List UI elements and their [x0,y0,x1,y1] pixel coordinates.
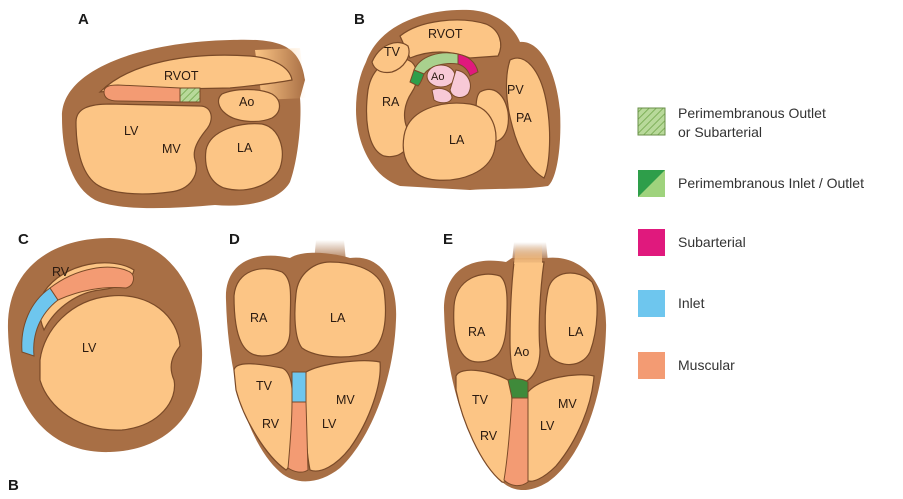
panel-b-rvot-cavity [399,19,502,59]
panel-a-letter: A [78,11,89,28]
panel-d-label-lv: LV [322,417,337,431]
panel-a-la-cavity [204,123,283,191]
panel-d-label-la: LA [330,311,346,325]
legend-label: Perimembranous Inlet / Outlet [678,175,864,191]
panel-e-label-tv: TV [472,393,489,407]
panel-c-lv-cavity [39,294,181,431]
legend-swatch-split-green-dark [638,170,665,197]
legend-item-perimembranous-inlet-outlet: Perimembranous Inlet / Outlet [638,170,864,197]
legend-label: Inlet [678,295,705,311]
panel-d-label-tv: TV [256,379,273,393]
panel-b-label-pv: PV [507,83,524,97]
panel-c-muscular-segment [49,266,134,301]
panel-e-muscular-segment [503,397,529,487]
panel-a-label-ao: Ao [239,95,254,109]
panel-c-letter: C [18,231,29,248]
panel-a-label-la: LA [237,141,253,155]
panel-a-label-rvot: RVOT [164,69,199,83]
panel-d-label-mv: MV [336,393,355,407]
panel-b-label-ra: RA [382,95,400,109]
panel-a-muscular-segment [103,84,181,103]
panel-b-label-ao: Ao [431,71,444,83]
panel-b-label-la: LA [449,133,465,147]
panel-a-lv-cavity [75,103,212,195]
panel-d-la-cavity [294,261,387,358]
panel-b-tv-cavity [371,41,410,74]
panel-a-ao-cavity [217,88,281,123]
panel-e-label-la: LA [568,325,584,339]
legend-swatch-blue [638,290,665,317]
panel-b-label-pa: PA [516,111,532,125]
panel-d-inlet-segment [291,371,307,403]
panel-b-label-tv: TV [384,45,401,59]
panel-e-label-ra: RA [468,325,486,339]
panel-a-rvot-cavity [98,54,293,93]
panel-b-cusp-right [449,69,471,98]
figure-letter: B [8,477,19,494]
panel-d-label-ra: RA [250,311,268,325]
panel-e: E RA LA Ao TV MV RV LV [443,231,607,491]
panel-e-la-cavity [544,272,598,366]
panel-a: A RVOT Ao LV MV LA [61,11,306,209]
panel-a-label-mv: MV [162,142,181,156]
panel-c-label-lv: LV [82,341,97,355]
panel-b-perimembranous-inlet-outlet-segment [409,69,425,87]
panel-d-letter: D [229,231,240,248]
legend-label-line2: or Subarterial [678,124,762,140]
legend: Perimembranous Outlet or Subarterial Per… [637,105,864,379]
panel-b-label-rvot: RVOT [428,27,463,41]
legend-swatch-orange [638,352,665,379]
panel-e-label-ao: Ao [514,345,529,359]
panel-b-la-cavity [402,102,497,181]
panel-b-subarterial-segment [457,53,479,77]
panel-e-label-rv: RV [480,429,498,443]
legend-label: Subarterial [678,234,746,250]
legend-item-muscular: Muscular [638,352,735,379]
legend-item-subarterial: Subarterial [638,229,746,256]
panel-e-rv-cavity [455,369,513,483]
panel-a-perimembranous-outlet-segment [179,87,201,103]
legend-item-perimembranous-outlet: Perimembranous Outlet or Subarterial [637,105,826,140]
panel-d-muscular-segment [287,401,309,473]
panel-e-ao-fade [514,244,542,264]
panel-d: D RA LA TV MV RV LV [225,231,397,482]
panel-d-ra-cavity [233,268,292,357]
legend-label-line1: Perimembranous Outlet [678,105,826,121]
panel-e-ra-cavity [453,273,508,363]
panel-a-label-lv: LV [124,124,139,138]
legend-item-inlet: Inlet [638,290,705,317]
legend-swatch-magenta [638,229,665,256]
panel-e-label-lv: LV [540,419,555,433]
panel-b-letter: B [354,11,365,28]
panel-e-label-mv: MV [558,397,577,411]
panel-d-label-rv: RV [262,417,280,431]
panel-b-pa-cavity [505,57,551,179]
panel-b: B RVOT TV Ao RA PV PA LA [354,9,561,190]
panel-c-label-rv: RV [52,265,70,279]
legend-label: Muscular [678,357,735,373]
panel-c: C RV LV [7,231,203,453]
legend-swatch-hatched-green [637,107,666,136]
panel-e-perimembranous-inlet-outlet-segment [507,378,529,399]
panel-b-cusp-lower [431,87,453,104]
panel-e-letter: E [443,231,453,248]
